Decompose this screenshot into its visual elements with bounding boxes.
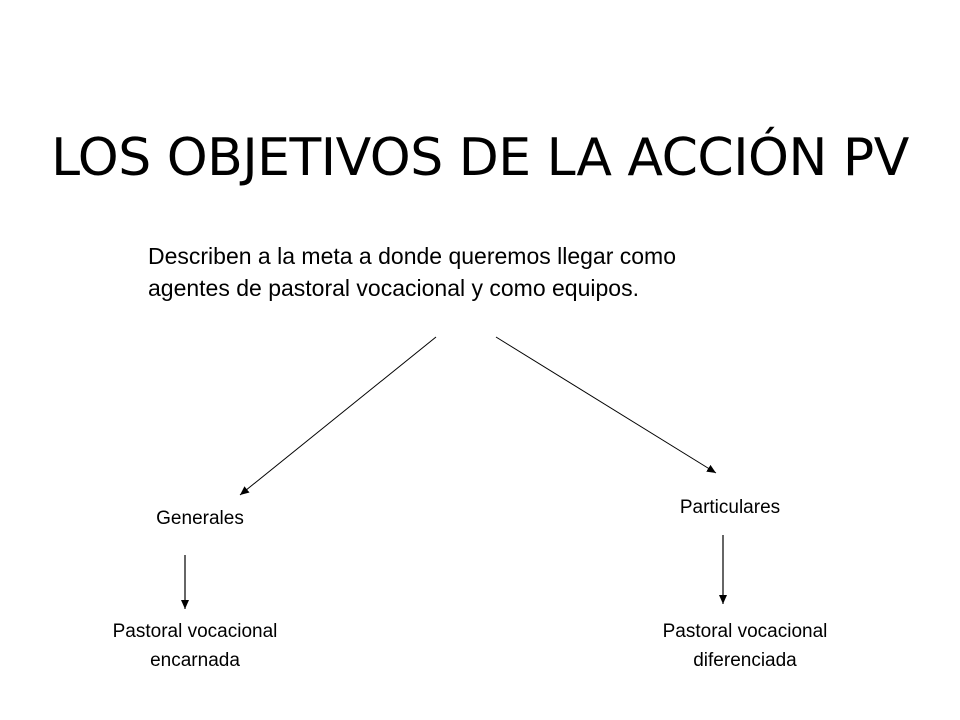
- outcome-right-line-1: Pastoral vocacional: [662, 621, 828, 642]
- arrow-to-generales: [239, 336, 437, 496]
- outcome-encarnada: Pastoral vocacional encarnada: [60, 617, 330, 675]
- description-line-2: agentes de pastoral vocacional y como eq…: [148, 275, 639, 301]
- slide-title: LOS OBJETIVOS DE LA ACCIÓN PV: [51, 128, 909, 188]
- branch-label-particulares: Particulares: [679, 497, 781, 518]
- description-line-1: Describen a la meta a donde queremos lle…: [148, 243, 677, 269]
- description: Describen a la meta a donde queremos lle…: [148, 240, 848, 304]
- outcome-diferenciada: Pastoral vocacional diferenciada: [610, 617, 880, 675]
- outcome-left-line-2: encarnada: [150, 650, 240, 671]
- outcome-right-line-2: diferenciada: [693, 650, 797, 671]
- outcome-left-line-1: Pastoral vocacional: [112, 621, 278, 642]
- arrow-to-particulares: [495, 336, 717, 474]
- branch-label-generales: Generales: [156, 508, 244, 529]
